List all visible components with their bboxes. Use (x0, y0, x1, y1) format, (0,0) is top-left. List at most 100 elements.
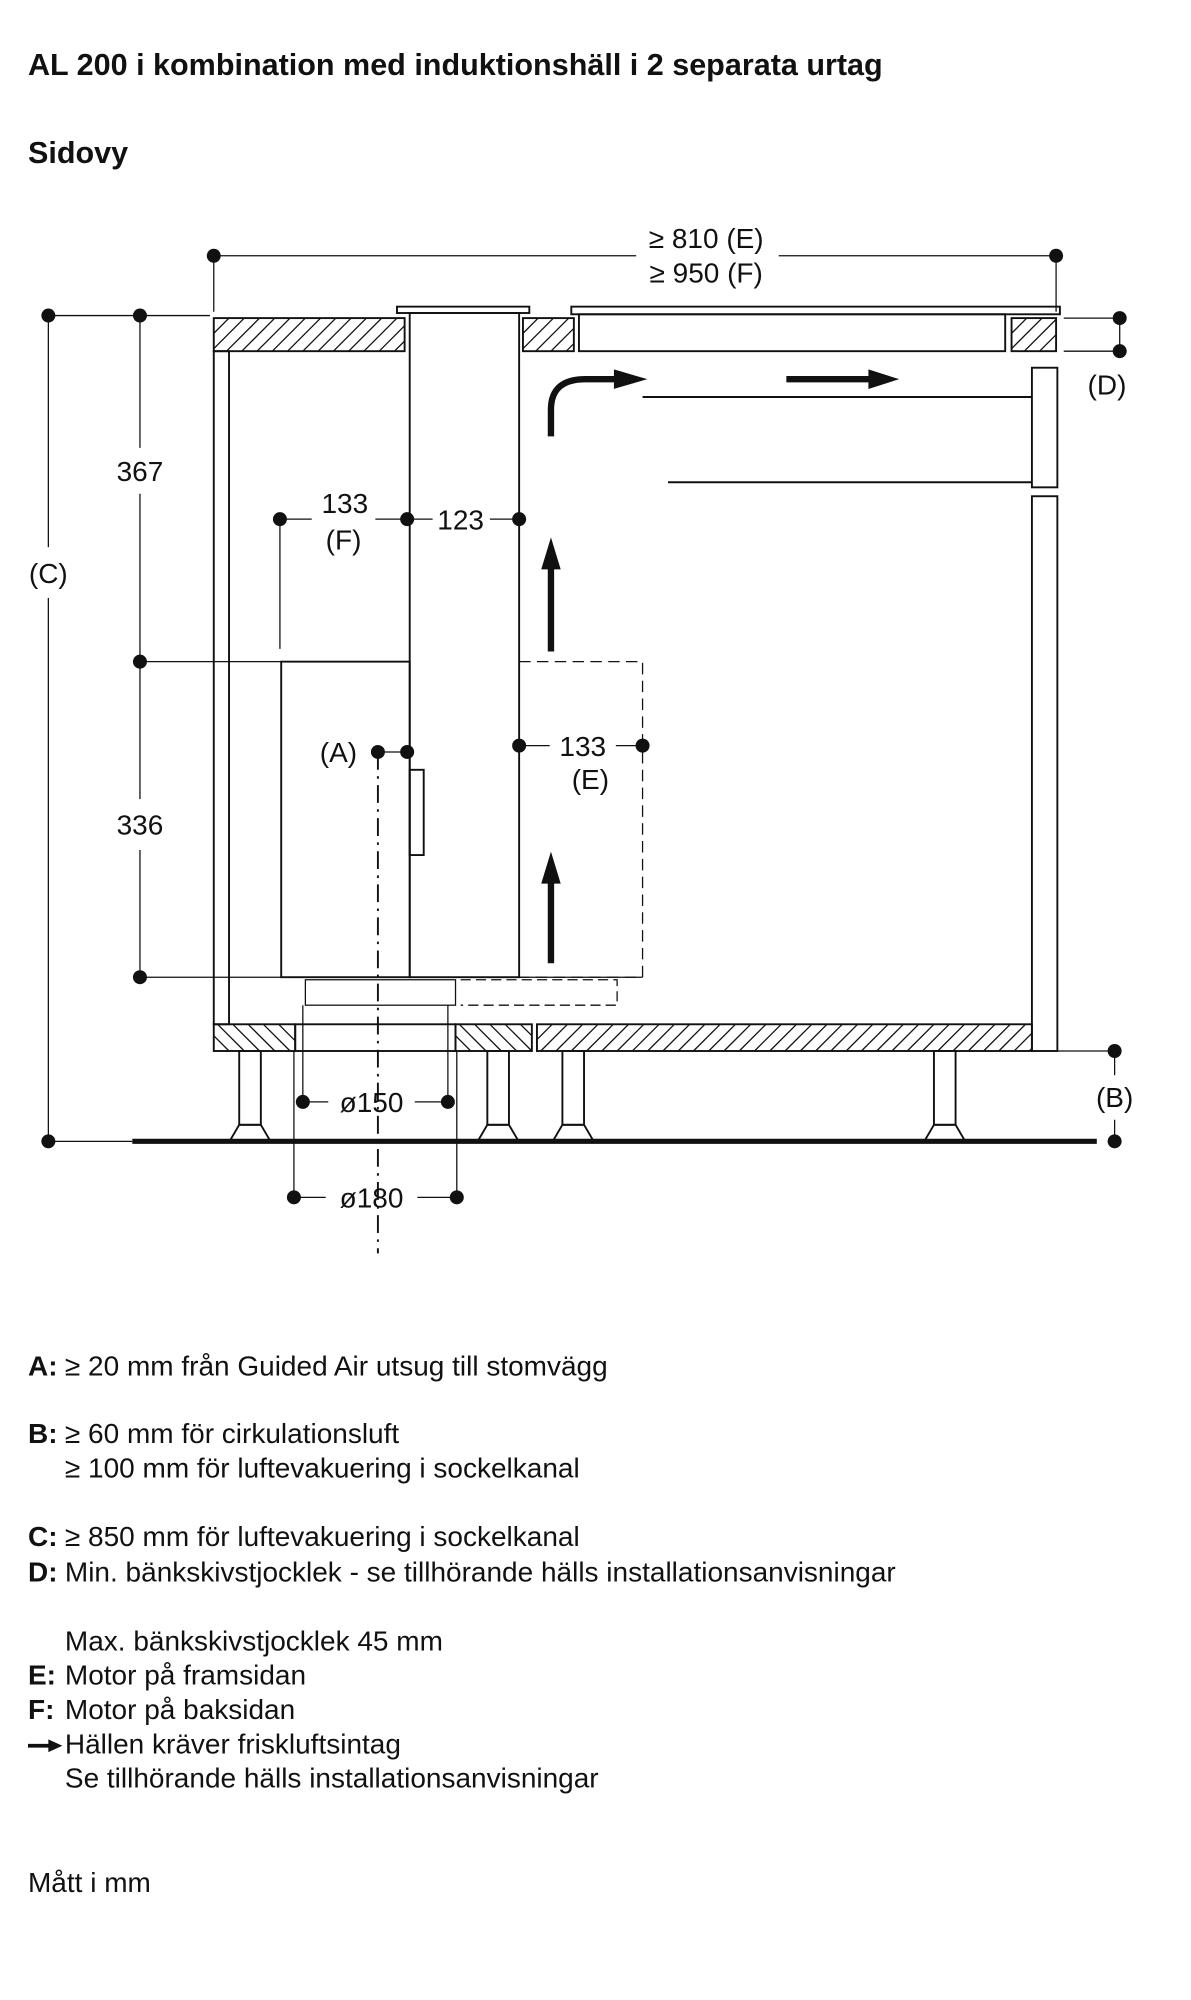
hatch-line (860, 1023, 889, 1052)
arrow-up-icon (541, 537, 561, 570)
dimension-dot (400, 744, 415, 759)
hatch-line (332, 317, 367, 352)
hatch-line (738, 1023, 767, 1052)
dimension-dot (1112, 344, 1127, 359)
hatch-line (393, 340, 406, 352)
dimension-dot (440, 1094, 455, 1109)
dimension-dot (41, 1134, 56, 1149)
label-d: (D) (1088, 369, 1127, 400)
dimension-dot (1112, 311, 1127, 326)
label-e: (E) (572, 764, 609, 795)
label-a: (A) (320, 737, 357, 768)
hatch-line (213, 317, 245, 350)
arrowhead-icon (613, 369, 648, 389)
dimension-dot (1107, 1134, 1122, 1149)
hatch-line (586, 1023, 614, 1052)
page-title: AL 200 i kombination med induktionshäll … (27, 48, 883, 83)
dimension-dot (132, 970, 147, 985)
hatch-line (1039, 334, 1057, 352)
hatch-line (247, 1023, 276, 1052)
hatch-line (983, 1023, 1011, 1052)
curved-arrow-icon (547, 375, 618, 437)
motor-front-dashed (519, 661, 644, 978)
hatched-sections (213, 317, 1057, 1052)
hatch-line (830, 1023, 859, 1052)
airflow-arrows (541, 369, 900, 964)
hatch-line (815, 1023, 843, 1052)
legend-c: C:≥ 850 mm för luftevakuering i sockelka… (27, 1520, 580, 1553)
view-subtitle: Sidovy (27, 136, 129, 171)
hatch-line (232, 1023, 261, 1052)
hatch-line (455, 1035, 472, 1052)
hatch-line (278, 1023, 296, 1042)
hob-body (577, 313, 1007, 353)
legend-d-max: Max. bänkskivstjocklek 45 mm (64, 1624, 443, 1657)
dimension-dot (1107, 1044, 1122, 1059)
dimension-dot (272, 512, 287, 527)
diameter-180: ø180 (340, 1183, 404, 1214)
arrow-icon (27, 1727, 65, 1761)
hatch-line (213, 317, 230, 334)
hatch-line (967, 1023, 996, 1052)
leg (932, 1050, 957, 1126)
width-label-f: ≥ 950 (F) (650, 257, 763, 288)
duct-connector (408, 768, 425, 857)
label-c: (C) (29, 558, 68, 589)
dimension-dot (41, 308, 56, 323)
countertop-right (1010, 317, 1058, 353)
units-note: Mått i mm (27, 1866, 151, 1899)
leg-foot (551, 1123, 595, 1142)
cabinet-front-upper (1030, 366, 1059, 489)
width-label-e: ≥ 810 (E) (649, 223, 764, 254)
dim-133-e: 133 (559, 731, 606, 762)
side-view-diagram: ≥ 810 (E) ≥ 950 (F) 367 336 (C) (D) (B) … (29, 223, 1133, 1254)
hatch-line (550, 327, 575, 352)
dim-123: 123 (437, 504, 484, 535)
dim-367: 367 (117, 456, 164, 487)
structure (47, 255, 1121, 1254)
legend-d: D:Min. bänkskivstjocklek - se tillhörand… (27, 1556, 896, 1588)
hatch-line (662, 1023, 691, 1052)
dimension-dot (449, 1190, 464, 1205)
hatch-line (784, 1023, 813, 1052)
dimension-dot (1049, 248, 1064, 263)
dim-133-f: 133 (321, 488, 368, 519)
cabinet-left-side (212, 350, 230, 1026)
cabinet-front-lower (1030, 495, 1059, 1052)
hatch-line (474, 1023, 502, 1052)
dimension-dots (41, 248, 1127, 1205)
hatch-line (363, 317, 398, 352)
hatch-line (348, 317, 383, 352)
arrow-right-icon (868, 369, 900, 389)
hatch-line (1011, 317, 1043, 350)
legend-a: A:≥ 20 mm från Guided Air utsug till sto… (27, 1350, 608, 1382)
dimension-dot (635, 738, 650, 753)
leg (486, 1050, 510, 1126)
dimension-labels: ≥ 810 (E) ≥ 950 (F) 367 336 (C) (D) (B) … (29, 223, 1133, 1213)
hatch-line (287, 317, 322, 352)
hatch-line (570, 1023, 599, 1052)
leg-foot (476, 1123, 520, 1142)
hatch-line (891, 1023, 920, 1052)
arrow-up-icon (541, 851, 561, 884)
hatch-line (226, 317, 261, 352)
motor-back (280, 660, 411, 979)
hatch-line (540, 1023, 568, 1052)
hatch-line (631, 1023, 660, 1052)
hatch-line (769, 1023, 797, 1052)
hatch-line (262, 1023, 291, 1052)
dim-336: 336 (117, 810, 164, 841)
hatch-line (1011, 317, 1028, 334)
diameter-150: ø150 (340, 1087, 404, 1118)
hatch-line (504, 1023, 533, 1052)
hatch-line (256, 317, 291, 352)
leg (561, 1050, 585, 1126)
hatch-line (1023, 318, 1057, 352)
hatch-line (708, 1023, 736, 1052)
hatch-line (522, 317, 554, 350)
hatch-line (317, 317, 352, 352)
hatch-line (522, 317, 539, 334)
hatch-line (217, 1023, 245, 1052)
